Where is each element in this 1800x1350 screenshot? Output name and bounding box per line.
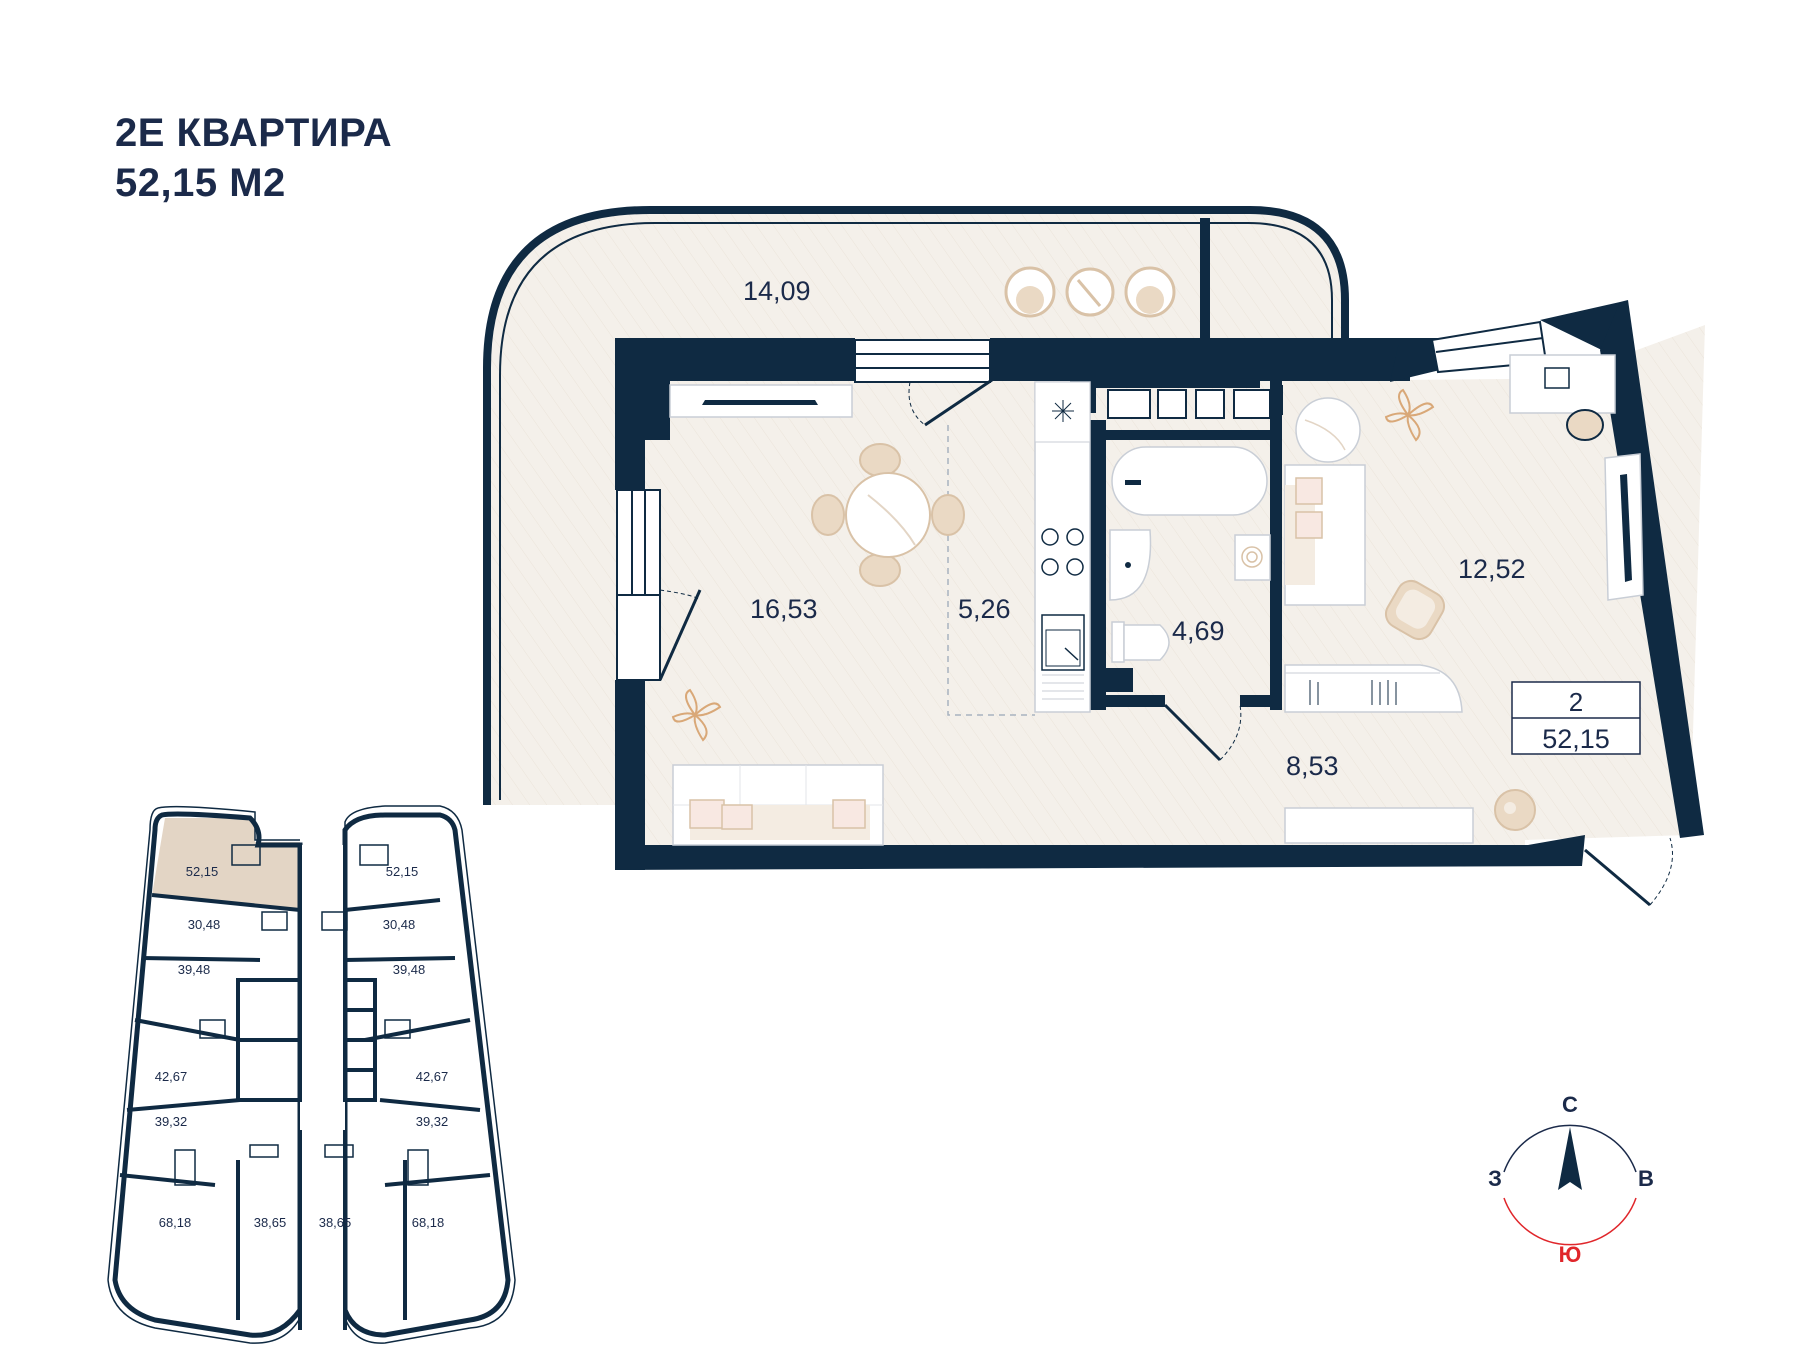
room-area-living: 16,53 [750, 594, 818, 624]
kitchen-zone-line [947, 425, 1035, 716]
washing-machine [1234, 534, 1271, 581]
key-plan-labels: 52,15 52,15 30,48 30,48 39,48 39,48 42,6… [155, 864, 449, 1230]
compass-west: З [1488, 1166, 1502, 1191]
key-plan-apt: 52,15 [386, 864, 419, 879]
bedroom-round-table [1295, 397, 1361, 463]
plant-icon [1384, 388, 1435, 442]
balcony-chairs [1004, 266, 1176, 318]
balcony-rail-outer [483, 206, 1349, 805]
floor-key-plan: 52,15 52,15 30,48 30,48 39,48 39,48 42,6… [107, 805, 516, 1344]
key-plan-apt: 68,18 [412, 1215, 445, 1230]
compass-south: Ю [1559, 1242, 1582, 1267]
stove [1041, 528, 1084, 576]
balcony-door [924, 378, 993, 427]
room-labels: 14,09 16,53 5,26 4,69 12,52 8,53 [743, 276, 1526, 781]
armchair [1384, 579, 1446, 641]
compass: С З В Ю [1488, 1092, 1654, 1267]
balcony-partition [1200, 218, 1210, 340]
key-plan-apt: 38,65 [319, 1215, 352, 1230]
room-area-kitchen: 5,26 [958, 594, 1011, 624]
key-plan-apt: 42,67 [416, 1069, 449, 1084]
vent-shafts [1107, 389, 1271, 419]
compass-north: С [1562, 1092, 1578, 1117]
balcony [483, 206, 1349, 805]
wall-bottom [615, 835, 1585, 870]
wall-bath-left [1090, 420, 1106, 710]
furniture [669, 354, 1644, 846]
window-left [616, 489, 661, 681]
room-area-hall: 8,53 [1286, 751, 1339, 781]
key-plan-apt: 39,48 [178, 962, 211, 977]
key-plan-apt: 38,65 [254, 1215, 287, 1230]
bedroom-tv [1604, 453, 1644, 601]
bathtub [1111, 446, 1268, 516]
windows [616, 320, 1548, 681]
room-area-bedroom: 12,52 [1458, 554, 1526, 584]
walls [615, 300, 1704, 870]
badge-total-area: 52,15 [1542, 724, 1610, 754]
bathroom-door [1163, 703, 1222, 762]
key-plan-right-wing [342, 812, 511, 1338]
key-plan-left-wing [112, 811, 303, 1338]
balcony-rail-inner [499, 222, 1333, 800]
key-plan-apt: 42,67 [155, 1069, 188, 1084]
room-area-balcony: 14,09 [743, 276, 811, 306]
key-plan-apt: 39,48 [393, 962, 426, 977]
pouf [1494, 789, 1536, 831]
key-plan-apt: 30,48 [383, 917, 416, 932]
entrance-door [1584, 848, 1651, 907]
bedroom-sofa [1284, 464, 1366, 606]
apartment-area-title: 52,15 М2 [115, 161, 286, 205]
doors [658, 378, 1673, 907]
key-plan-apt: 39,32 [155, 1114, 188, 1129]
plant-icon [671, 688, 722, 742]
shoe-cabinet [1284, 807, 1474, 844]
apartment-title-block: 2Е КВАРТИРА 52,15 М2 [115, 108, 392, 208]
room-area-bathroom: 4,69 [1172, 616, 1225, 646]
sofa [672, 764, 884, 846]
compass-east: В [1638, 1166, 1654, 1191]
key-plan-highlight [152, 818, 300, 910]
washbasin [1109, 529, 1152, 601]
wall-left-lower [615, 680, 645, 870]
wardrobe [1284, 664, 1463, 713]
badge-rooms-count: 2 [1569, 687, 1583, 717]
desk [1509, 354, 1616, 441]
toilet [1111, 621, 1170, 663]
balcony-floor [487, 210, 1345, 805]
wall-bath-right [1270, 380, 1282, 710]
window-top-left [854, 339, 991, 383]
wall-right [1600, 300, 1704, 838]
key-plan-apt: 52,15 [186, 864, 219, 879]
key-plan-apt: 68,18 [159, 1215, 192, 1230]
kitchen-counter [1034, 381, 1091, 713]
living-door [658, 589, 702, 681]
apartment-title: 2Е КВАРТИРА [115, 111, 393, 155]
apartment-floor [640, 325, 1705, 845]
key-plan-apt: 39,32 [416, 1114, 449, 1129]
apartment-badge: 2 52,15 [1511, 681, 1641, 755]
dining-table [811, 443, 965, 587]
compass-arrow-icon [1558, 1127, 1582, 1190]
sink [1041, 614, 1085, 671]
key-plan-apt: 30,48 [188, 917, 221, 932]
